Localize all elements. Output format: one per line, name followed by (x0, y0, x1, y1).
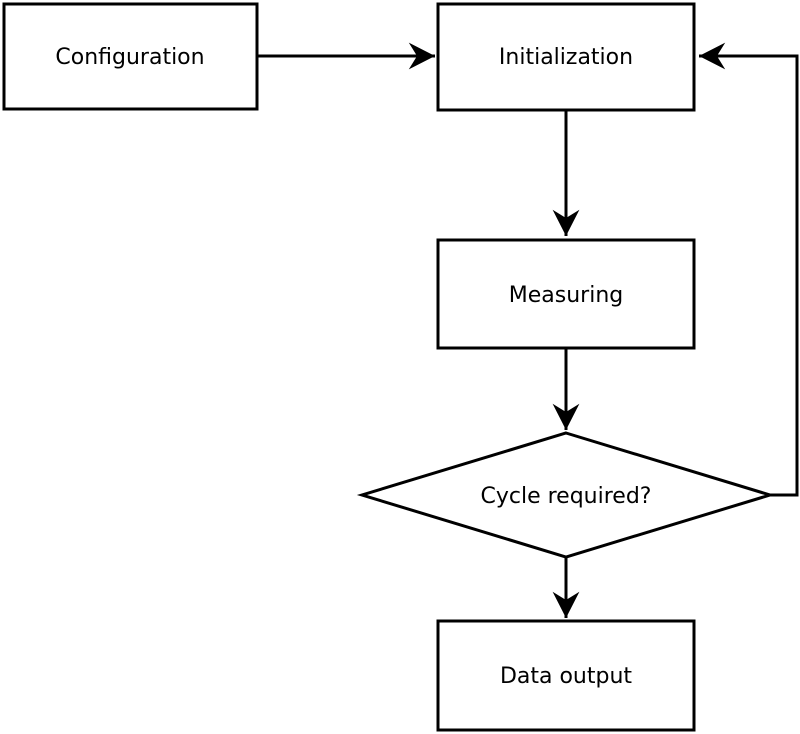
initialization-label: Initialization (499, 45, 633, 70)
node-measuring: Measuring (436, 238, 696, 350)
measuring-label: Measuring (509, 283, 623, 308)
edges (257, 42, 799, 618)
node-data-output: Data output (436, 619, 696, 732)
configuration-label: Configuration (55, 45, 204, 70)
node-cycle-required: Cycle required? (356, 431, 776, 559)
cycle-required-label: Cycle required? (481, 484, 652, 509)
initialization-box (436, 2, 696, 112)
data-output-label: Data output (500, 664, 632, 689)
cycle-required-diamond (356, 431, 776, 559)
configuration-box (2, 2, 259, 111)
measuring-box (436, 238, 696, 350)
node-initialization: Initialization (436, 2, 696, 112)
edge-cycle-required-to-initialization-loop (699, 42, 799, 497)
node-configuration: Configuration (2, 2, 259, 111)
data-output-box (436, 619, 696, 732)
